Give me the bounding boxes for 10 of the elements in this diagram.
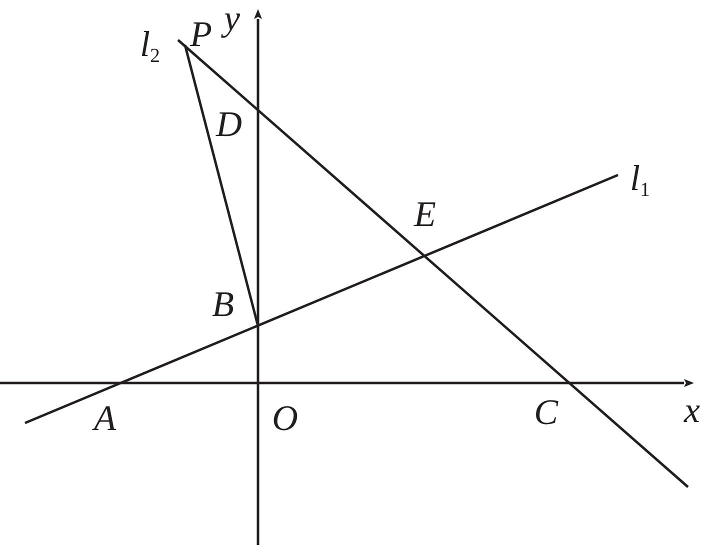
point-label: C	[534, 394, 558, 430]
axis-label: x	[684, 392, 700, 428]
point-label: B	[212, 286, 234, 322]
line-label: l$_{1}$	[630, 160, 650, 200]
point-label: E	[414, 196, 436, 232]
point-label: A	[94, 400, 116, 436]
point-label: P	[190, 16, 212, 52]
line-label: l$_{2}$	[140, 26, 160, 66]
point-label: O	[272, 400, 298, 436]
point-label: D	[216, 106, 242, 142]
